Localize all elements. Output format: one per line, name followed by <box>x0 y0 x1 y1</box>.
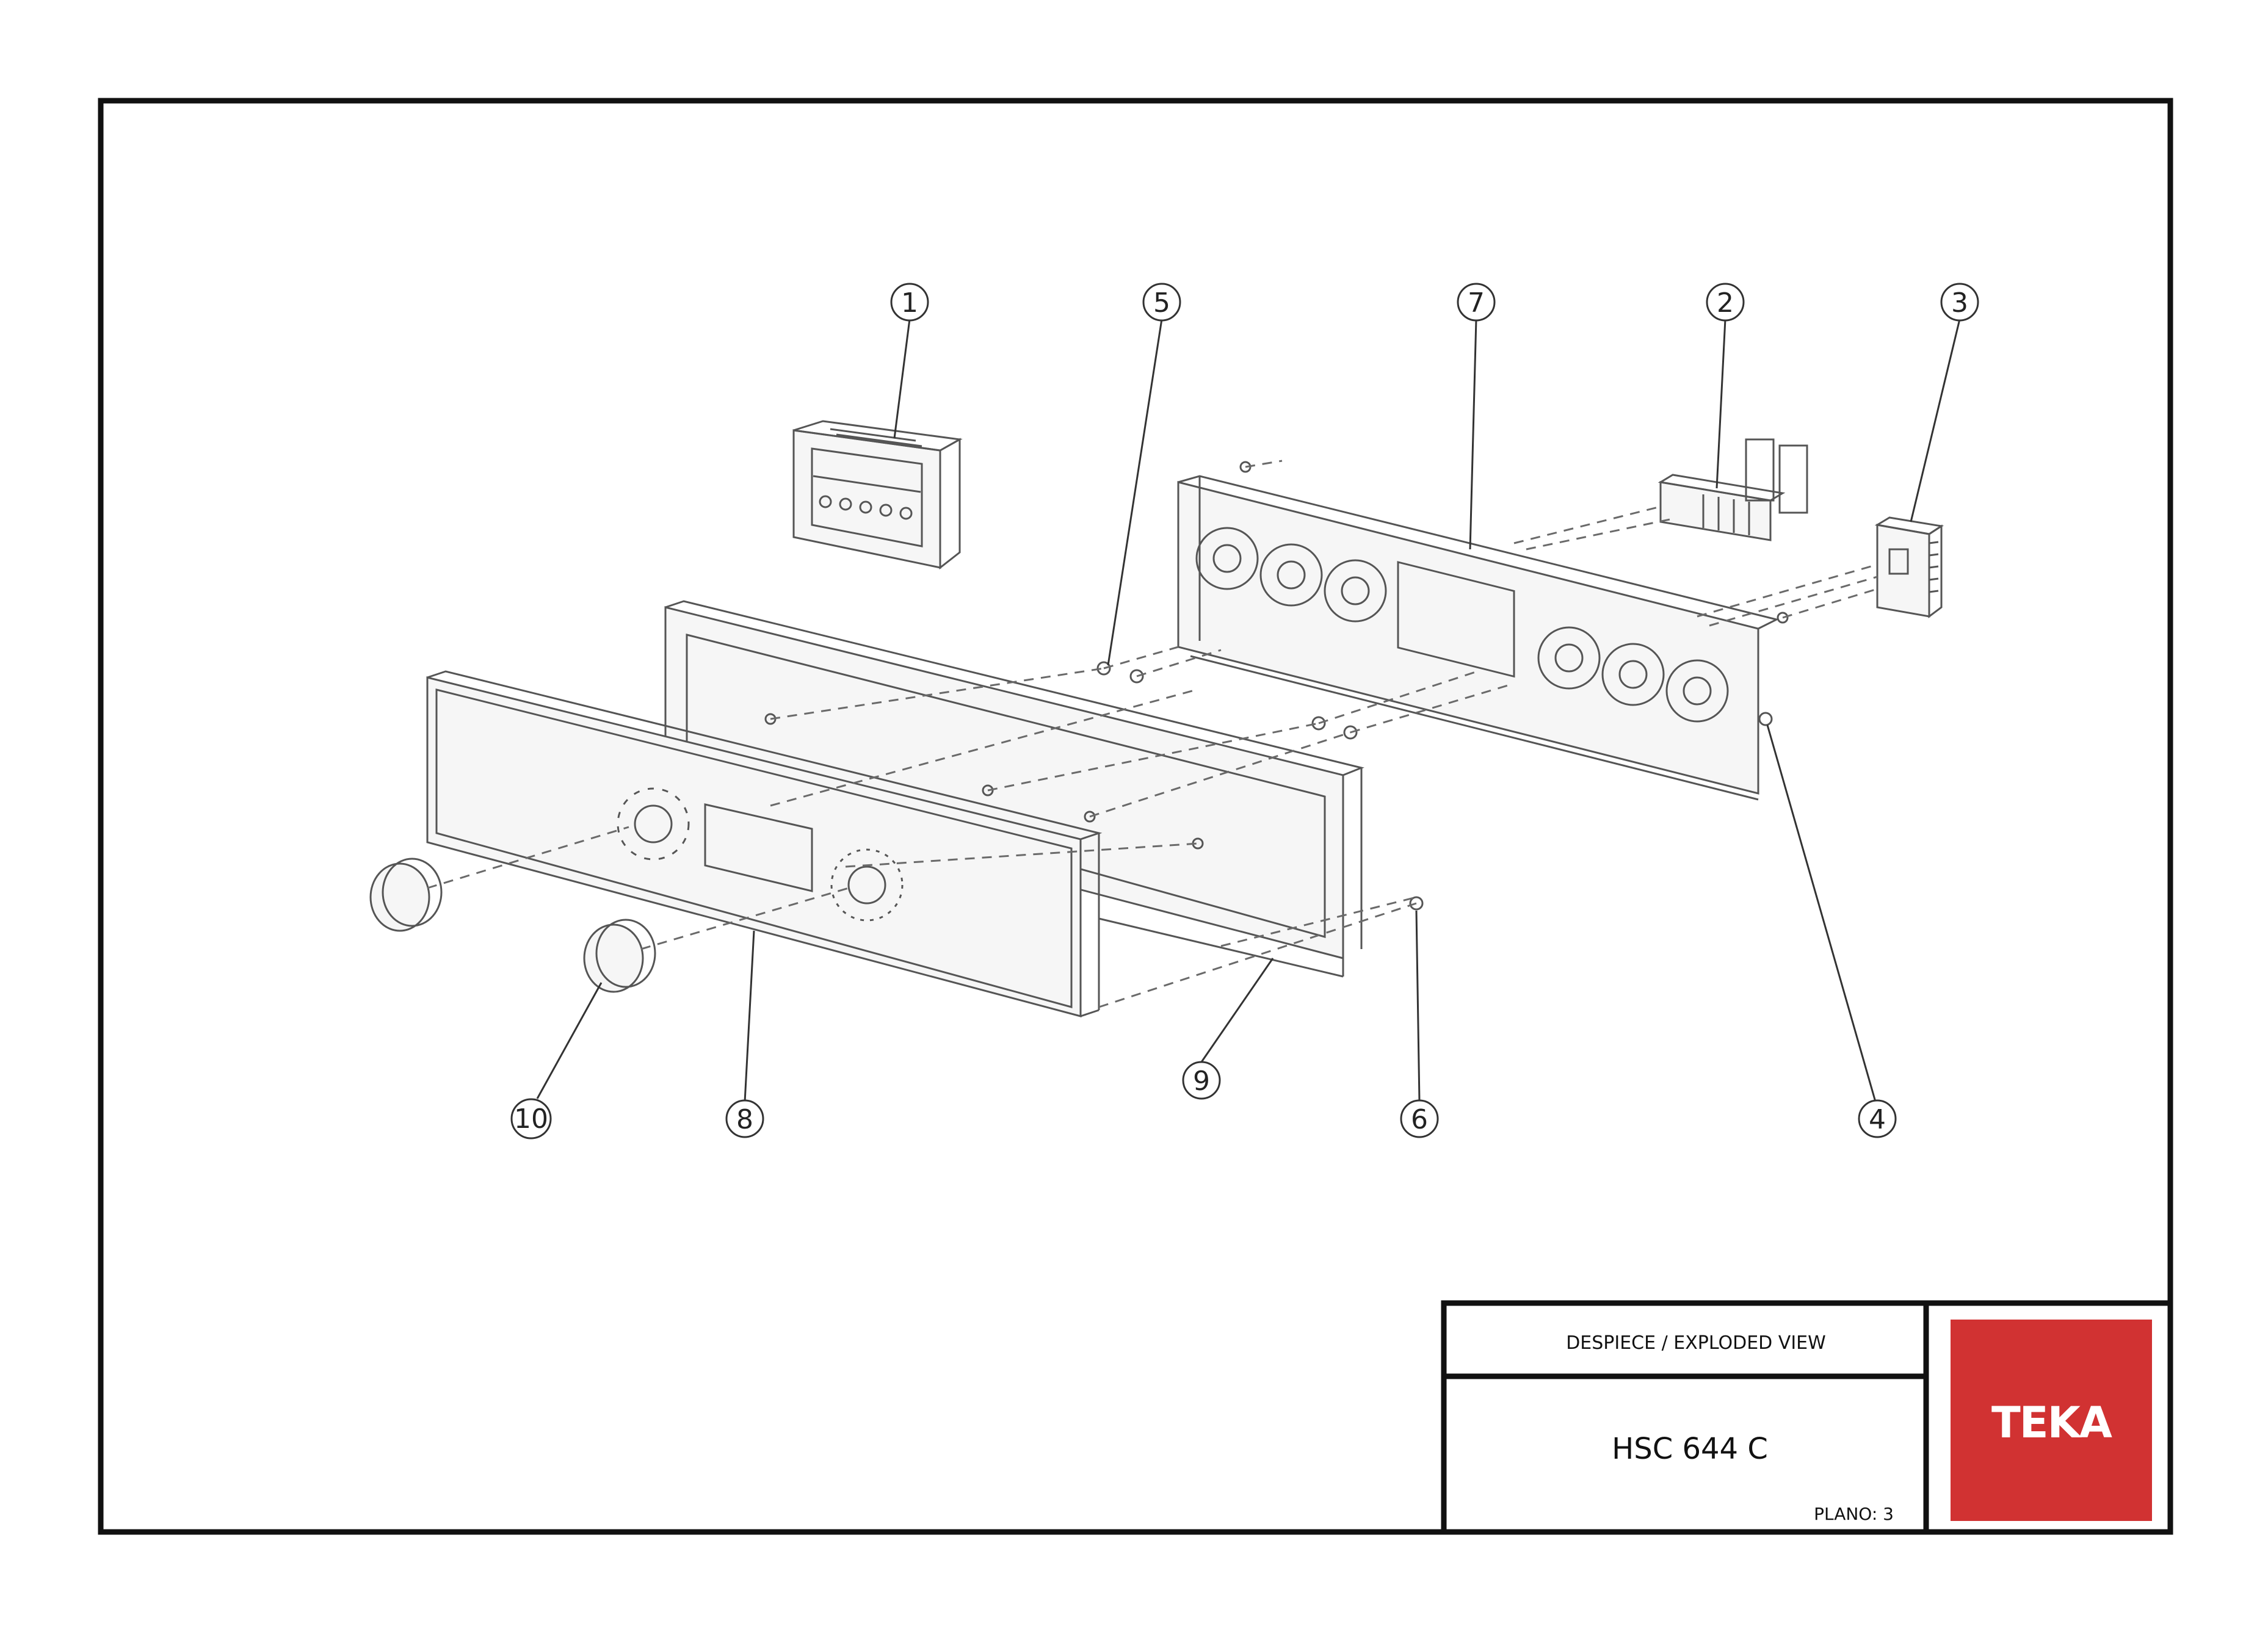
brand-wordmark: TEKA <box>1991 1398 2112 1448</box>
svg-text:2: 2 <box>1717 287 1734 319</box>
svg-text:10: 10 <box>514 1103 548 1135</box>
front-panel-part <box>426 670 1103 1017</box>
switch-block-part <box>1874 516 1944 618</box>
callout-5: 5 <box>1142 283 1181 322</box>
panel-frame-part <box>664 600 1364 978</box>
callout-6: 6 <box>1400 1099 1439 1138</box>
leader-lines <box>536 319 1961 1102</box>
svg-text:1: 1 <box>901 287 918 319</box>
exploded-view-artwork: 1 5 7 2 3 4 6 <box>369 283 1979 1140</box>
plan-number: PLANO: 3 <box>1814 1504 1894 1524</box>
title-block: DESPIECE / EXPLODED VIEW HSC 644 C PLANO… <box>1441 1300 2173 1535</box>
knobs-part <box>369 858 656 993</box>
callouts: 1 5 7 2 3 4 6 <box>510 283 1979 1140</box>
svg-text:8: 8 <box>736 1104 753 1135</box>
teka-logo: TEKA <box>1951 1320 2152 1521</box>
svg-text:6: 6 <box>1411 1104 1428 1135</box>
title-block-header: DESPIECE / EXPLODED VIEW <box>1566 1332 1826 1354</box>
callout-7: 7 <box>1457 283 1496 322</box>
mounting-bracket-part <box>1177 475 1780 801</box>
callout-9: 9 <box>1182 1061 1221 1100</box>
svg-text:5: 5 <box>1153 287 1170 319</box>
svg-text:3: 3 <box>1951 287 1968 319</box>
drawing-border <box>98 98 2173 1535</box>
callout-2: 2 <box>1706 283 1745 322</box>
model-number: HSC 644 C <box>1612 1432 1768 1466</box>
control-module-part <box>792 420 963 570</box>
svg-text:7: 7 <box>1468 287 1485 319</box>
callout-8: 8 <box>725 1099 764 1138</box>
terminal-block-part <box>1658 438 1808 541</box>
assembly-lines <box>427 460 1878 1008</box>
svg-text:9: 9 <box>1193 1066 1210 1097</box>
svg-text:4: 4 <box>1869 1104 1886 1135</box>
callout-3: 3 <box>1940 283 1979 322</box>
callout-10: 10 <box>510 1098 552 1140</box>
callout-4: 4 <box>1858 1099 1897 1138</box>
callout-1: 1 <box>890 283 929 322</box>
